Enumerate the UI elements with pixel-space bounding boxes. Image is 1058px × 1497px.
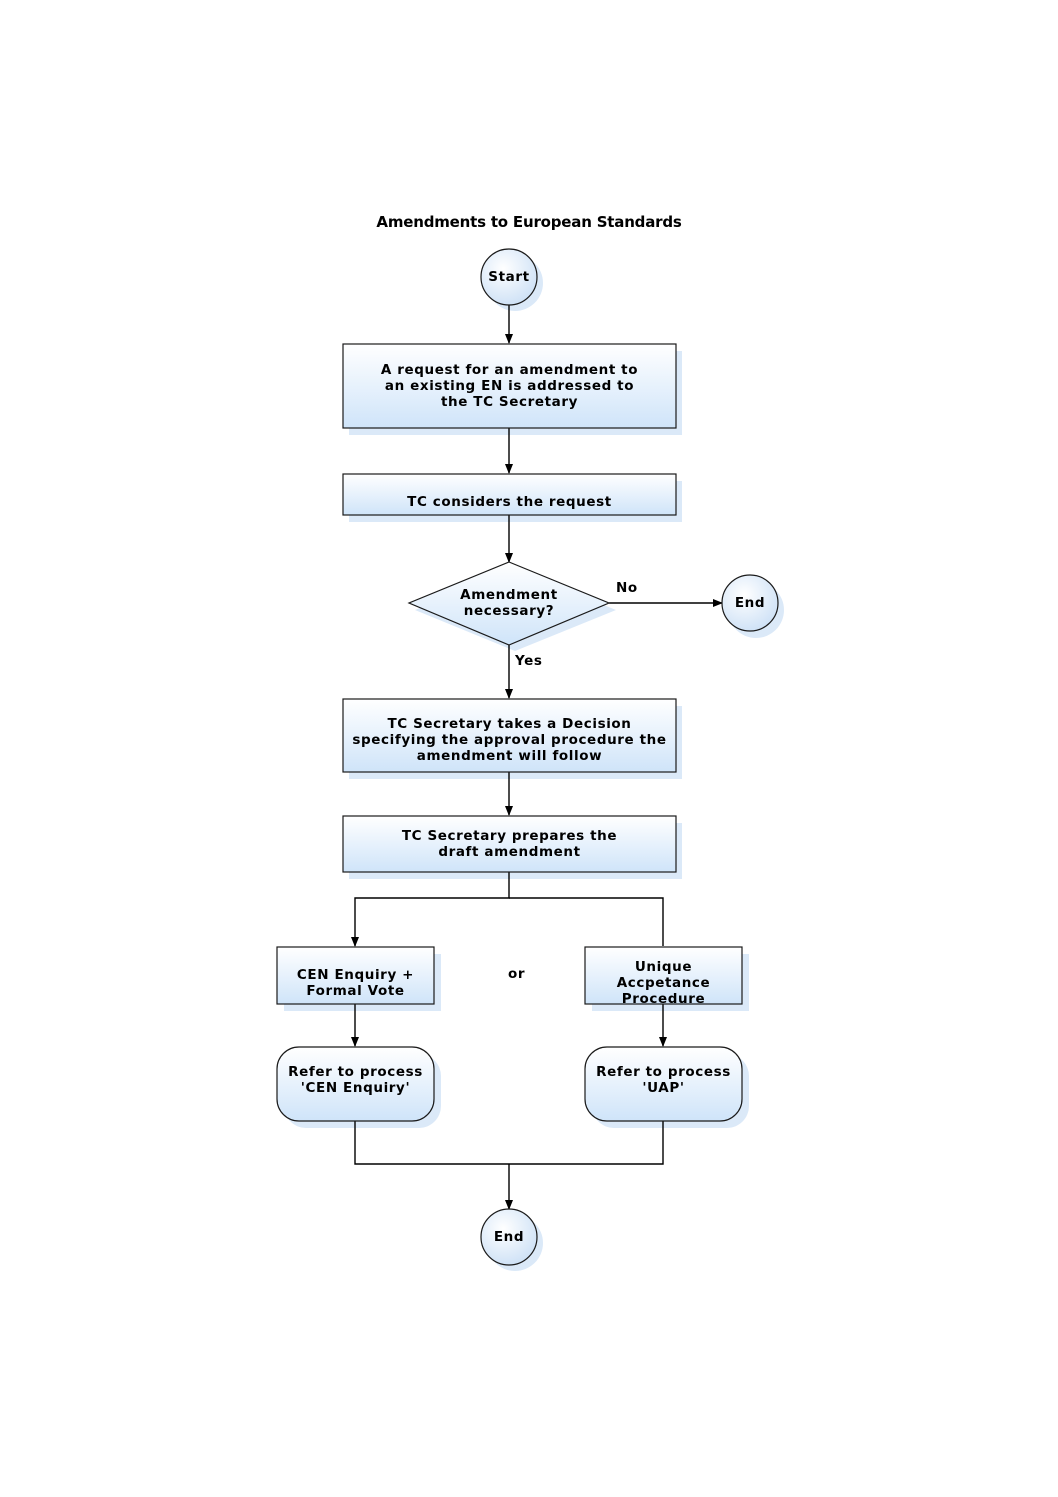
end-shape	[480, 1208, 538, 1266]
prepare-draft-shape	[342, 815, 677, 873]
node-end: End	[493, 1229, 525, 1245]
refer-uap-shape	[584, 1046, 743, 1122]
diagram-title: Amendments to European Standards	[376, 213, 682, 231]
node-consider: TC considers the request	[407, 493, 612, 510]
node-decision: Amendment necessary?	[460, 587, 558, 619]
line-prepare-uap	[509, 897, 664, 946]
arrow-prepare-cen	[351, 872, 510, 947]
node-end-no: End	[734, 595, 766, 611]
decide-procedure-shape	[342, 698, 677, 773]
label-no: No	[616, 580, 638, 596]
end-no-shape	[721, 574, 779, 632]
consider-shape	[342, 473, 677, 516]
cen-enquiry-shape	[276, 946, 435, 1005]
decision-shape	[407, 561, 611, 646]
node-start: Start	[488, 269, 530, 285]
node-refer-uap: Refer to process 'UAP'	[596, 1064, 731, 1096]
request-shape	[342, 343, 677, 429]
start-shape	[480, 248, 538, 306]
label-yes: Yes	[515, 653, 543, 669]
label-or: or	[508, 966, 526, 982]
node-refer-cen: Refer to process 'CEN Enquiry'	[288, 1064, 423, 1096]
uap-shape	[584, 946, 743, 1005]
node-decide-procedure: TC Secretary takes a Decision specifying…	[352, 715, 667, 764]
refer-cen-shape	[276, 1046, 435, 1122]
node-prepare-draft: TC Secretary prepares the draft amendmen…	[401, 828, 618, 860]
shapes	[276, 248, 779, 1266]
node-uap-procedure: Unique Accpetance Procedure	[616, 958, 711, 1007]
node-request: A request for an amendment to an existin…	[380, 362, 639, 410]
connectors	[351, 305, 723, 1210]
node-cen-enquiry: CEN Enquiry + Formal Vote	[296, 966, 415, 999]
